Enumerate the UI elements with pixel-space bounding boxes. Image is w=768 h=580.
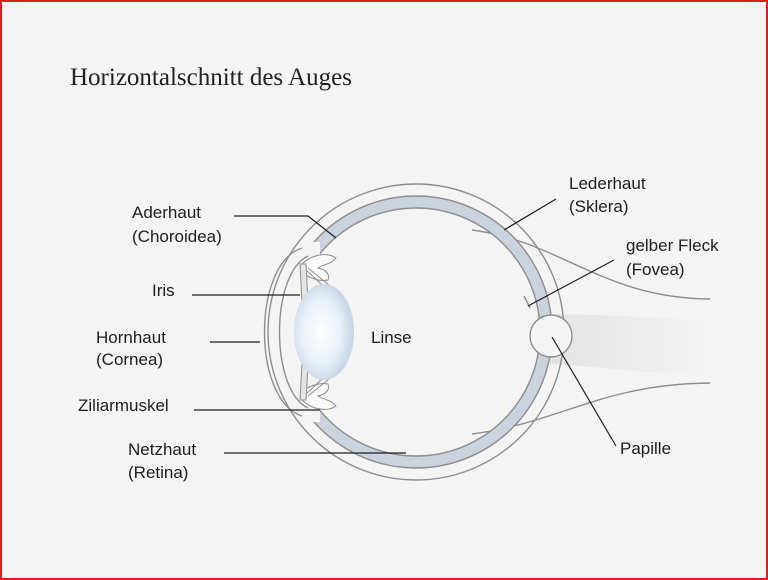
leader-aderhaut xyxy=(234,215,337,239)
label-linse: Linse xyxy=(371,328,412,347)
label-ziliarmuskel: Ziliarmuskel xyxy=(78,396,169,415)
label-netzhaut-latin: (Retina) xyxy=(128,463,188,482)
label-iris: Iris xyxy=(152,281,175,300)
label-hornhaut-latin: (Cornea) xyxy=(96,350,163,369)
label-hornhaut: Hornhaut xyxy=(96,328,166,347)
lens xyxy=(294,284,354,380)
label-gelber-fleck: gelber Fleck xyxy=(626,236,719,255)
label-papille: Papille xyxy=(620,439,671,458)
label-aderhaut-latin: (Choroidea) xyxy=(132,227,222,246)
label-aderhaut: Aderhaut xyxy=(132,203,201,222)
label-netzhaut: Netzhaut xyxy=(128,440,196,459)
leader-papille xyxy=(551,336,617,447)
leader-gelber-fleck xyxy=(527,259,615,307)
leader-lederhaut xyxy=(503,198,557,231)
optic-disc xyxy=(529,314,573,358)
optic-nerve xyxy=(537,314,710,374)
diagram-title: Horizontalschnitt des Auges xyxy=(70,64,352,91)
fovea xyxy=(523,295,531,309)
cornea-inner xyxy=(278,255,309,409)
label-lederhaut-latin: (Sklera) xyxy=(569,197,629,216)
label-gelber-fleck-latin: (Fovea) xyxy=(626,260,685,279)
cornea xyxy=(263,247,303,417)
label-lederhaut: Lederhaut xyxy=(569,174,646,193)
